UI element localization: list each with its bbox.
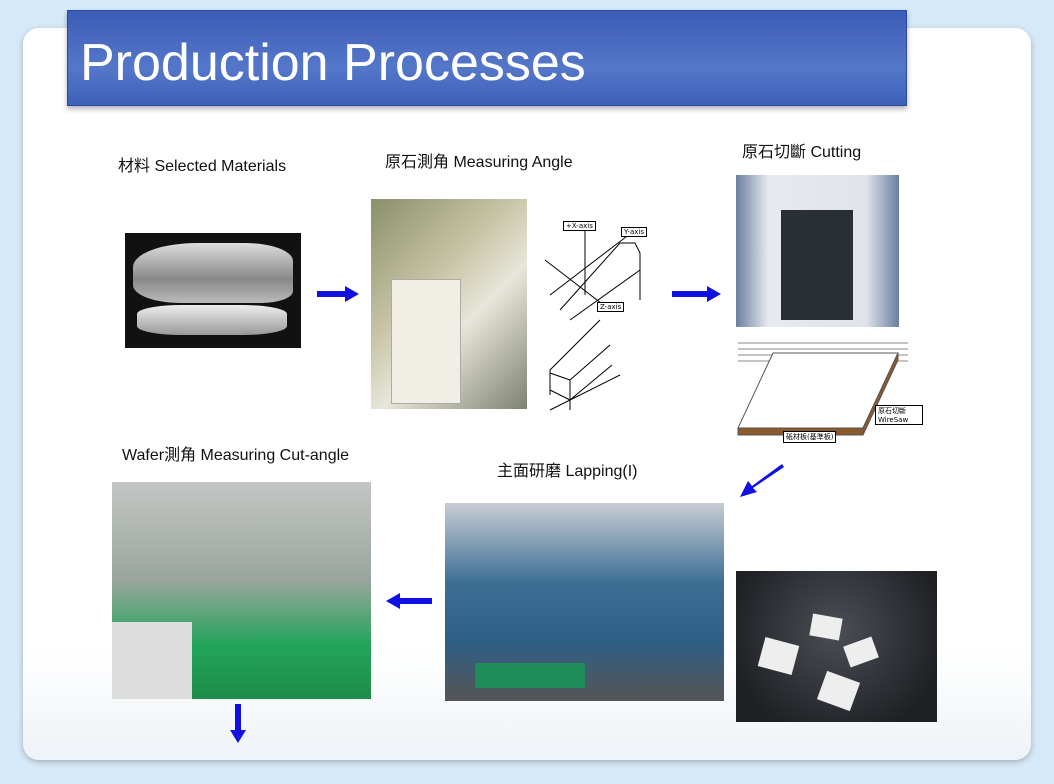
y-axis-label: Y-axis (621, 227, 647, 237)
arrow-down-icon (230, 704, 246, 743)
plate-label: 砥材板(基準板) (783, 431, 837, 443)
arrow-down-left-icon (740, 464, 784, 497)
measuring-room-photo (112, 482, 371, 699)
wiresaw-diagram: 原石切斷 WireSaw 砥材板(基準板) (733, 333, 923, 443)
arrow-right-icon (672, 286, 721, 302)
angle-machine-photo (371, 199, 527, 409)
crystal-photo (125, 233, 301, 348)
lapping-machine-photo (445, 503, 724, 701)
wiresaw-label: 原石切斷 WireSaw (875, 405, 923, 425)
step-label-cutting: 原石切斷 Cutting (742, 144, 862, 161)
lapping-plate-photo (736, 571, 937, 722)
z-axis-label: Z-axis (597, 302, 625, 312)
step-label-measuring-angle: 原石測角 Measuring Angle (385, 154, 573, 171)
step-label-cut-angle: Wafer測角 Measuring Cut-angle (122, 447, 350, 464)
step-label-materials: 材料 Selected Materials (118, 158, 287, 175)
arrow-right-icon (317, 286, 359, 302)
page-title: Production Processes (67, 10, 907, 106)
x-axis-label: +X-axis (563, 221, 596, 231)
cutting-machine-photo (736, 175, 899, 327)
step-label-lapping: 主面研磨 Lapping(I) (497, 463, 638, 480)
crystal-axis-diagram (544, 225, 641, 411)
arrow-left-icon (386, 593, 432, 609)
